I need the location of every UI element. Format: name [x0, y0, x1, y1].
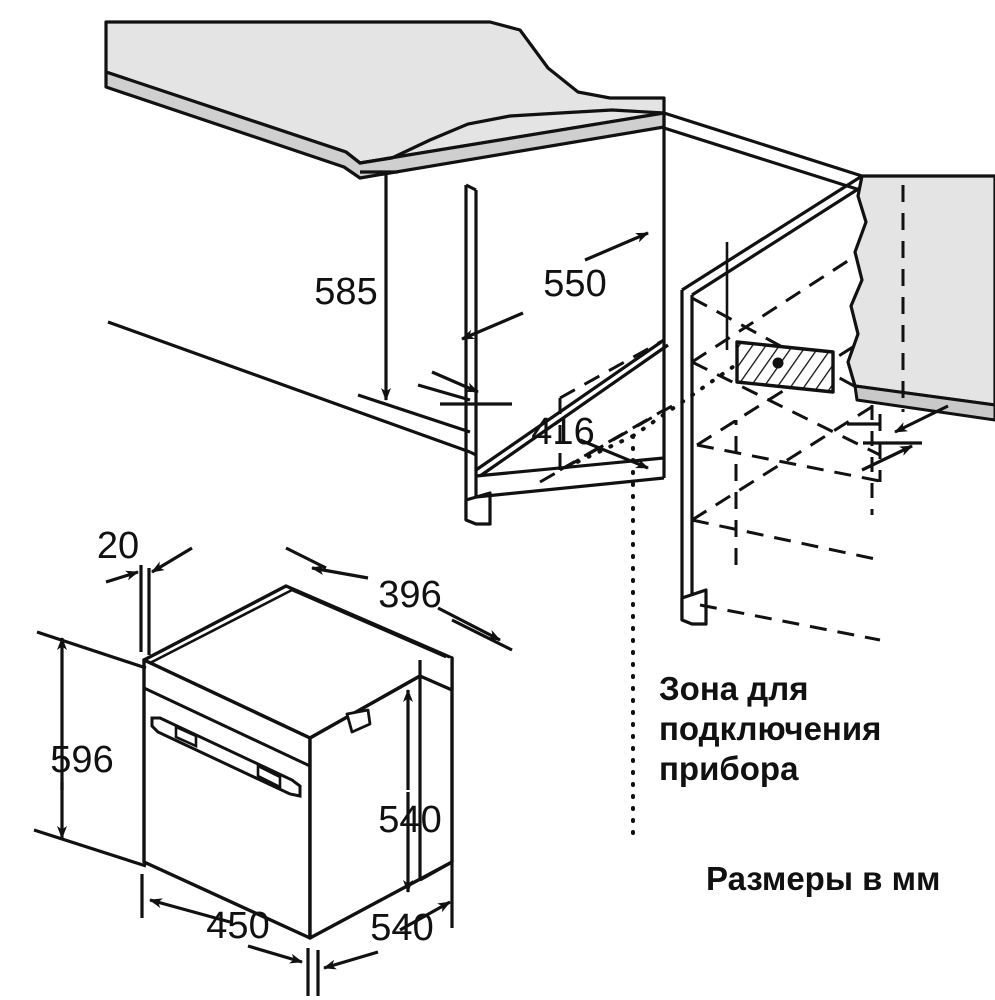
dim-540d-arrow-left	[323, 950, 379, 970]
dim-panel-thickness-ext-a	[417, 383, 471, 402]
connection-zone-trace-upper	[631, 360, 742, 438]
dim-396-arrow-left	[311, 565, 369, 580]
niche-cabinet-group	[107, 111, 995, 840]
oven-top-trim	[149, 588, 293, 665]
dim-550-arrow-upper	[584, 231, 649, 262]
dim-596-label: 596	[50, 739, 113, 781]
dim-396-ext-left	[285, 546, 311, 562]
notes-group: Зона для подключения прибора Размеры в м…	[659, 670, 940, 897]
right-cabinet-diagonal-top-2	[691, 182, 867, 297]
oven-body-step	[418, 658, 454, 692]
dim-wall-clearance	[847, 404, 949, 515]
oven-control-panel-line	[143, 686, 311, 768]
socket-zone-hatch	[735, 340, 835, 394]
niche-left-panel-top-join	[465, 183, 477, 192]
dim-panel-thickness-arrow	[431, 370, 479, 394]
oven-group	[142, 584, 454, 940]
dim-20-label: 20	[97, 525, 139, 567]
wall-panel	[846, 174, 995, 407]
oven-side-inner-bottom	[419, 860, 453, 882]
connection-zone-note-line2: подключения	[659, 710, 881, 747]
dim-450-arrow-right	[247, 944, 303, 964]
right-cabinet-top-edge	[663, 111, 863, 178]
dimensions-niche: 585 550 416	[314, 170, 949, 515]
connection-zone-trace-left	[558, 434, 635, 472]
dim-585-ext-bottom	[357, 393, 471, 434]
hidden-appliance-outline-left	[539, 338, 673, 484]
dim-540h-label: 540	[378, 799, 441, 841]
niche-inner-diagonal	[475, 338, 665, 472]
right-cabinet-diagonal-top	[681, 174, 863, 292]
dim-396-arrow-right	[437, 606, 501, 642]
wall-panel-bottom-edge	[853, 384, 995, 422]
dim-wall-clearance-arrow-down	[894, 404, 949, 434]
dim-20-arrow-left	[105, 570, 139, 584]
socket-point-marker	[772, 357, 784, 369]
dim-585-label: 585	[314, 271, 377, 313]
connection-zone-note-line3: прибора	[659, 750, 799, 787]
dim-550-arrow-lower	[461, 311, 524, 341]
units-note: Размеры в мм	[706, 860, 940, 897]
countertop-break-wave	[345, 108, 665, 165]
floor-edge-left	[107, 320, 471, 454]
dim-596-ext-bottom	[33, 828, 147, 868]
connection-zone-note-line1: Зона для	[659, 670, 808, 707]
dim-596-ext-top	[36, 630, 147, 670]
right-cabinet-top-edge-2	[663, 126, 861, 192]
dim-550-label: 550	[543, 263, 606, 305]
dim-396-label: 396	[378, 574, 441, 616]
oven-door-handle	[150, 716, 302, 798]
dim-416-label: 416	[531, 411, 594, 453]
dim-20-arrow-right	[151, 546, 193, 574]
dim-416-leader	[579, 438, 649, 470]
dim-540d-arrow-right	[399, 900, 451, 932]
dim-wall-clearance-arrow-up	[861, 444, 913, 472]
dim-396-ext-right	[451, 618, 513, 652]
dim-450-arrow-left	[149, 898, 231, 924]
niche-left-panel-foot	[464, 491, 492, 526]
dim-450-label: 450	[206, 905, 269, 947]
oven-top-trim-b	[291, 588, 447, 659]
niche-inner-diagonal-2	[479, 343, 669, 478]
dimensions-oven: 20 396 596 540 450 540	[33, 525, 513, 996]
oven-side-handle-detail	[345, 708, 372, 734]
niche-bottom-shelf-back	[475, 476, 665, 499]
dim-540d-label: 540	[370, 907, 433, 949]
